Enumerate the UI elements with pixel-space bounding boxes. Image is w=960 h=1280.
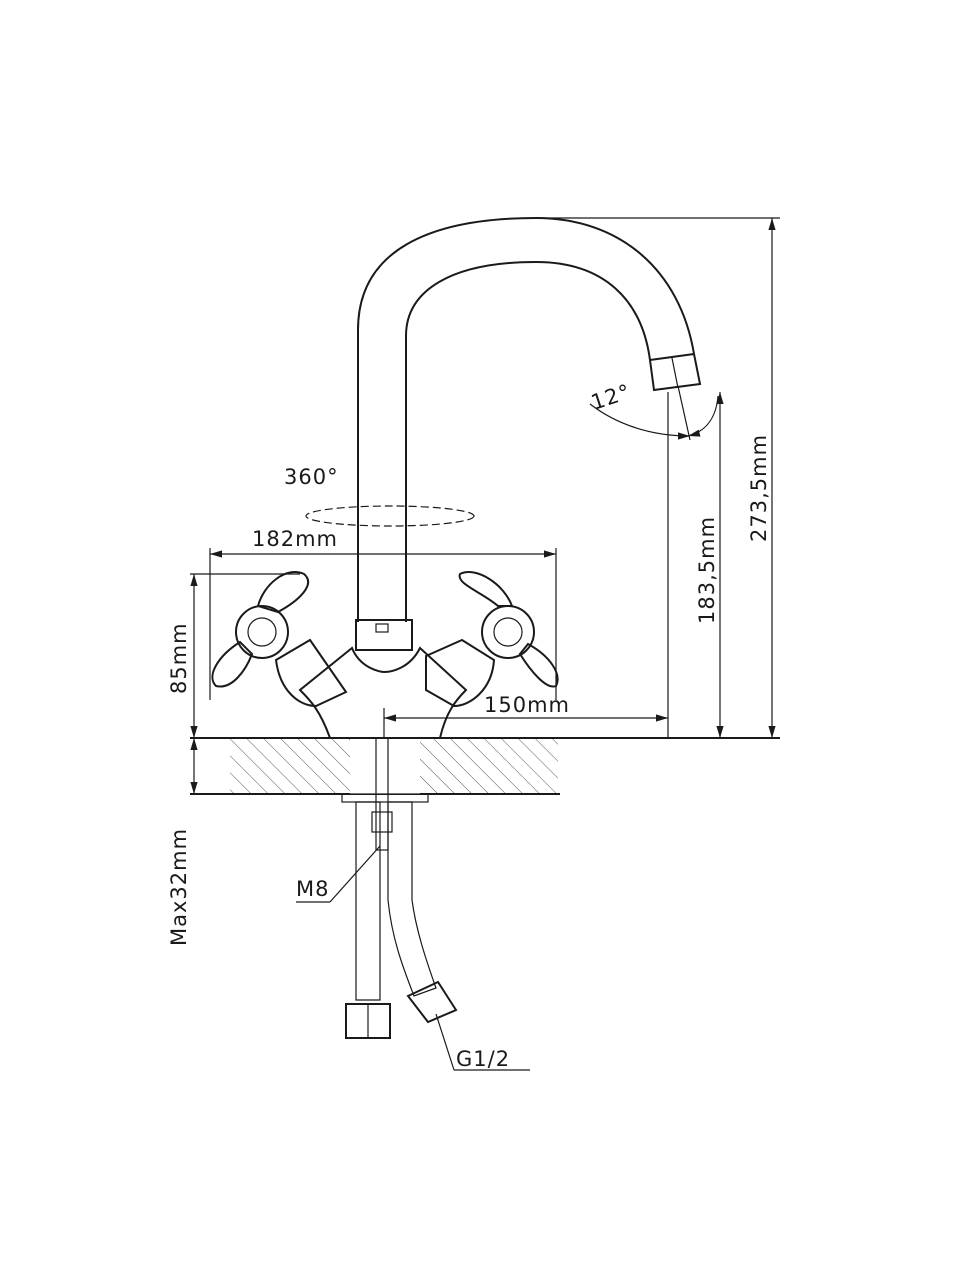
- left-handle: [211, 571, 348, 708]
- rotation-indicator: [305, 505, 475, 527]
- dim-182: [209, 548, 557, 700]
- spout-collar: [355, 619, 413, 651]
- dim-273: [536, 217, 780, 738]
- right-hose: [387, 801, 458, 1024]
- mounting-stud: [341, 737, 429, 851]
- label-max-counter: Max32mm: [167, 828, 191, 946]
- right-handle: [425, 571, 559, 708]
- label-total-height: 273,5mm: [747, 434, 771, 542]
- label-reach: 150mm: [484, 693, 570, 717]
- faucet-body: [298, 646, 468, 739]
- label-rotation: 360°: [284, 465, 339, 489]
- dim-12-angle: [589, 385, 719, 441]
- spout: [357, 216, 702, 622]
- label-angle: 12°: [588, 379, 634, 414]
- countertop: [190, 737, 780, 795]
- label-stud: M8: [296, 877, 329, 901]
- label-width: 182mm: [252, 527, 338, 551]
- label-connector: G1/2: [456, 1047, 510, 1071]
- dim-85: [190, 573, 300, 738]
- label-handle-height: 85mm: [167, 622, 191, 694]
- dim-150: [383, 392, 669, 738]
- leader-m8: [296, 845, 381, 903]
- leader-g12: [435, 1013, 530, 1071]
- left-hose: [345, 801, 391, 1039]
- label-spout-height: 183,5mm: [695, 516, 719, 624]
